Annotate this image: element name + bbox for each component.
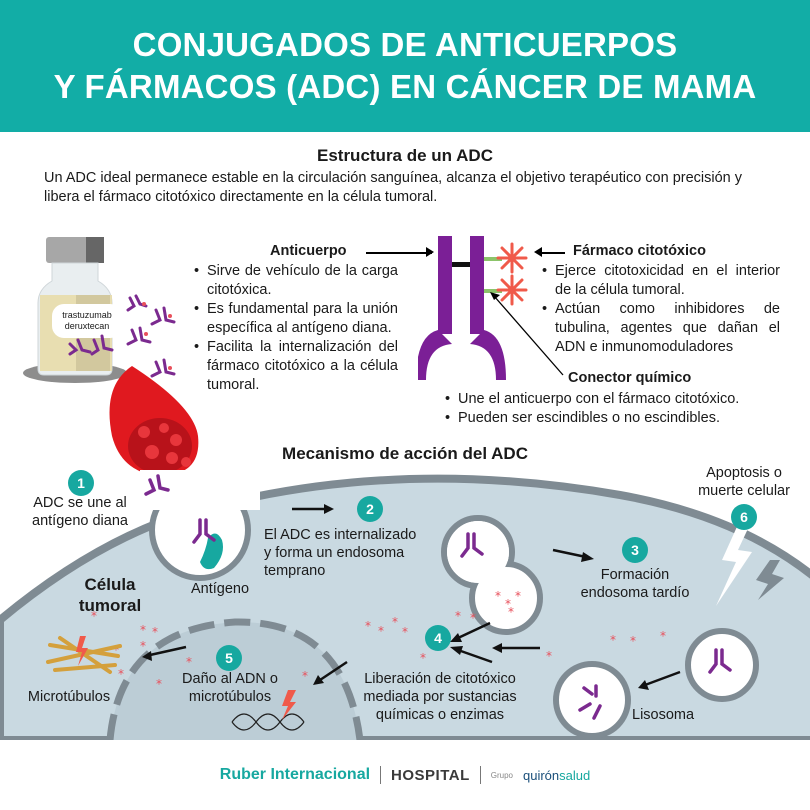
svg-text:*: * [140,639,146,653]
svg-text:*: * [470,611,476,625]
antibody-bullet: Es fundamental para la unión específica … [192,300,398,338]
antibody-label: Anticuerpo [270,243,347,259]
step-6-line-2: muerte celular [698,483,790,499]
cell-label: Célula tumoral [60,574,160,616]
step-5-line-1: Daño al ADN o [182,671,278,687]
cell-label-line-1: Célula [84,575,136,594]
title-banner: CONJUGADOS DE ANTICUERPOS Y FÁRMACOS (AD… [0,0,810,132]
step-4-badge: 4 [425,625,451,651]
drug-bullets: Ejerce citotoxicidad en el interior de l… [540,262,780,357]
step-4-caption: Liberación de citotóxico mediada por sus… [345,670,535,724]
drug-label: Fármaco citotóxico [573,243,706,259]
blood-vessel-illustration [109,366,199,476]
antibody-bullet: Facilita la internalización del fármaco … [192,338,398,395]
structure-intro: Un ADC ideal permanece estable en la cir… [44,170,743,205]
logo-divider [380,766,382,784]
svg-text:*: * [152,625,158,639]
cell-membrane-illustration: **** **** **** **** *** **** ** [0,470,810,740]
linker-bullets: Une el anticuerpo con el fármaco citotóx… [443,390,803,428]
step-3-line-2: endosoma tardío [580,585,690,601]
svg-text:*: * [156,677,162,691]
svg-text:*: * [392,615,398,629]
step-2-line-2: y forma un endosoma [264,545,405,561]
vial-label-line-2: deruxtecan [64,321,110,331]
step-3-line-1: Formación [600,567,670,583]
svg-text:*: * [91,609,97,623]
step-6-caption: Apoptosis o muerte celular [676,464,810,500]
svg-text:*: * [302,669,308,683]
cell-label-line-2: tumoral [78,596,142,615]
svg-text:*: * [140,623,146,637]
svg-text:*: * [630,634,636,648]
step-6-badge: 6 [731,504,757,530]
step-4-line-3: químicas o enzimas [375,707,505,723]
step-2-badge: 2 [357,496,383,522]
linker-label: Conector químico [568,370,692,386]
title-line-1: CONJUGADOS DE ANTICUERPOS [132,26,678,63]
footer-logos: Ruber Internacional HOSPITAL Grupo quiró… [0,740,810,810]
svg-text:*: * [508,605,514,619]
logo-divider [479,766,481,784]
adc-structure-diagram [418,236,528,380]
title-line-2: Y FÁRMACOS (ADC) EN CÁNCER DE MAMA [53,68,757,105]
svg-text:*: * [455,609,461,623]
drug-pointer-line [541,252,565,254]
arrow-right-icon [426,247,434,257]
step-5-badge: 5 [216,645,242,671]
quironsalud-logo: quirónsalud [523,768,590,783]
step-3-caption: Formación endosoma tardío [560,566,710,602]
svg-text:*: * [186,655,192,669]
microtubules-label: Microtúbulos [27,689,111,705]
antibody-bullets: Sirve de vehículo de la carga citotóxica… [192,262,398,395]
step-2-line-1: El ADC es internalizado [264,527,417,543]
svg-text:*: * [505,597,511,611]
lysosome-label: Lisosoma [632,707,695,723]
linker-pointer-arrow [490,292,564,376]
arrow-left-icon [534,247,542,257]
svg-text:*: * [420,651,426,665]
vial-label-line-1: trastuzumab [62,310,112,320]
floating-antibodies-icon [68,294,176,378]
step-4-line-2: mediada por sustancias [363,689,517,705]
step-1-caption: ADC se une al antígeno diana [18,494,142,530]
step-2-line-3: temprano [264,563,326,579]
drug-bullet: Actúan como inhibidores de tubulina, age… [540,300,780,357]
svg-text:*: * [495,589,501,603]
quiron-text: quirón [523,767,560,783]
hospital-logo: HOSPITAL [391,766,470,784]
linker-bullet: Pueden ser escindibles o no escindibles. [443,409,803,428]
step-2-caption: El ADC es internalizado y forma un endos… [264,526,442,580]
svg-text:*: * [402,625,408,639]
structure-title: Estructura de un ADC [316,146,493,165]
antigen-label: Antígeno [190,581,250,597]
ruber-logo: Ruber Internacional [219,766,371,783]
salud-text: salud [559,767,591,783]
svg-text:*: * [365,619,371,633]
grupo-label: Grupo [490,770,513,780]
step-1-line-2: antígeno diana [32,513,128,529]
drug-bullet: Ejerce citotoxicidad en el interior de l… [540,262,780,300]
tumor-cell-diagram: **** **** **** **** *** **** ** [0,440,810,740]
linker-bullet: Une el anticuerpo con el fármaco citotóx… [443,390,803,409]
vial-label: trastuzumab deruxtecan [52,304,122,338]
step-1-badge: 1 [68,470,94,496]
antibody-pointer-line [366,252,432,254]
mechanism-title: Mecanismo de acción del ADC [282,444,528,463]
svg-text:*: * [378,624,384,638]
svg-text:*: * [660,629,666,643]
svg-text:*: * [515,589,521,603]
step-4-line-1: Liberación de citotóxico [364,671,516,687]
step-5-caption: Daño al ADN o microtúbulos [170,670,290,706]
step-1-line-1: ADC se une al [33,495,127,511]
svg-text:*: * [118,667,124,681]
step-5-line-2: microtúbulos [188,689,272,705]
svg-text:*: * [546,649,552,663]
antibody-bullet: Sirve de vehículo de la carga citotóxica… [192,262,398,300]
svg-text:*: * [113,643,119,657]
svg-text:*: * [610,633,616,647]
step-6-line-1: Apoptosis o [706,465,782,481]
step-3-badge: 3 [622,537,648,563]
